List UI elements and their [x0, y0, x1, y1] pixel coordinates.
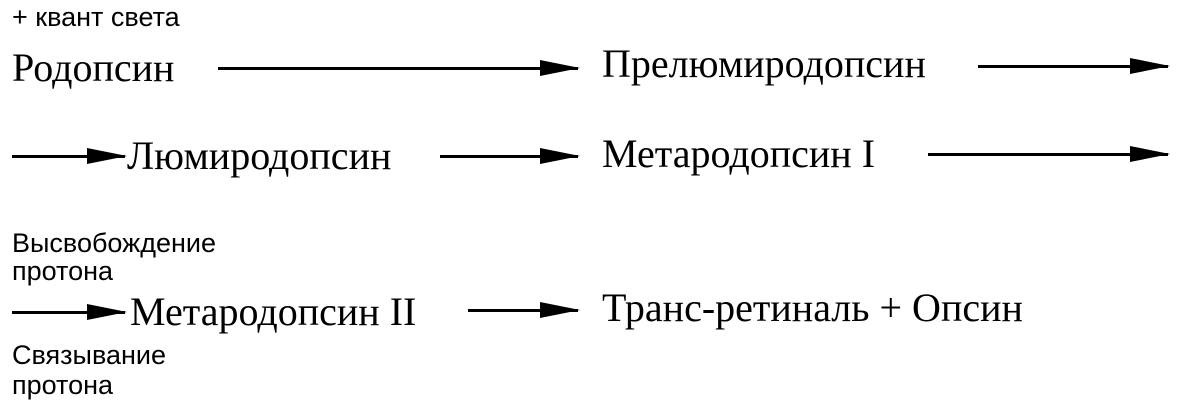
arrow-5 [928, 146, 1170, 162]
arrow-1 [218, 60, 580, 76]
node-metarhodopsin-2: Метародопсин II [130, 289, 417, 334]
node-lumirhodopsin: Люмиродопсин [127, 133, 392, 178]
light-quantum-note: + квант света [12, 2, 180, 32]
arrow-2 [978, 58, 1170, 74]
node-prelumirhodopsin: Прелюмиродопсин [602, 41, 926, 86]
proton-release-note-2: протона [12, 256, 114, 286]
node-trans-retinal-opsin: Транс-ретиналь + Опсин [602, 285, 1023, 330]
proton-release-note-1: Высвобождение [12, 228, 216, 258]
arrow-4 [440, 148, 580, 164]
proton-binding-note-2: протона [12, 370, 114, 400]
node-metarhodopsin-1: Метародопсин I [602, 131, 876, 176]
arrow-3 [12, 148, 127, 164]
arrow-7 [468, 302, 580, 318]
arrow-6 [12, 304, 127, 320]
node-rhodopsin: Родопсин [12, 45, 175, 90]
proton-binding-note-1: Связывание [12, 340, 167, 370]
